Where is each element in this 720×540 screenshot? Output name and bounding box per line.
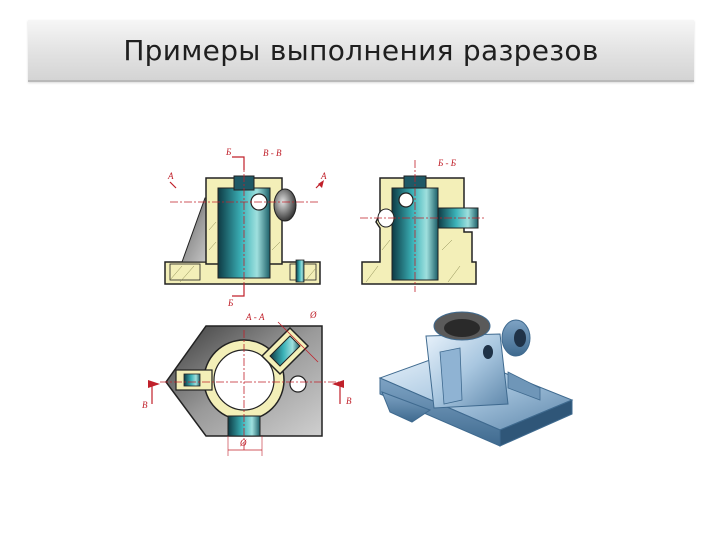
isometric-cutaway-view bbox=[378, 311, 574, 447]
cut-label-b-top: Б bbox=[225, 147, 232, 157]
section-label-vv: В - В bbox=[263, 148, 282, 158]
diameter-label-top: Ø bbox=[309, 310, 317, 320]
cut-label-a-right: А bbox=[320, 171, 327, 181]
cut-label-v-left: В bbox=[142, 400, 148, 410]
cut-label-b-bottom: Б bbox=[227, 298, 234, 308]
section-view-top-left: Б В - В Б А А bbox=[164, 147, 327, 308]
title-bar: Примеры выполнения разрезов bbox=[28, 20, 694, 82]
section-label-aa: А - А bbox=[245, 312, 265, 322]
section-view-bottom-left: В В А - А Ø Ø bbox=[142, 310, 352, 456]
cut-label-v-right: В bbox=[346, 396, 352, 406]
diameter-label-bottom: Ø bbox=[239, 438, 247, 448]
section-label-bb: Б - Б bbox=[437, 158, 457, 168]
cut-label-a-left: А bbox=[167, 171, 174, 181]
slide-title: Примеры выполнения разрезов bbox=[123, 33, 599, 67]
section-view-top-right: Б - Б bbox=[360, 158, 484, 292]
